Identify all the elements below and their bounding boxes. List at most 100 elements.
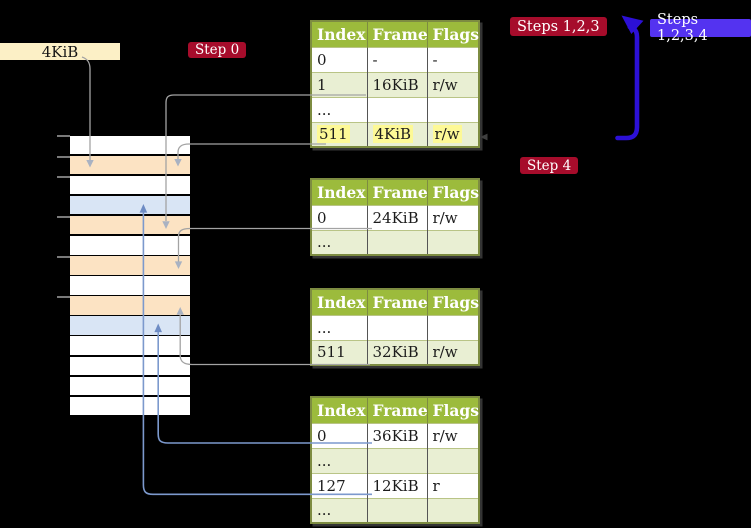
table-cell: [367, 314, 428, 340]
address-tick: [57, 155, 70, 158]
table-cell: 16KiB: [367, 71, 428, 97]
table-cell: [367, 229, 428, 255]
memory-frame-white: [70, 376, 190, 395]
table-cell: 511: [311, 339, 368, 365]
table-cell: ...: [311, 229, 368, 255]
table-cell: r: [427, 472, 479, 498]
table-cell: [367, 497, 428, 523]
frame-address-label: 4KiB: [0, 43, 120, 61]
table-cell: 24KiB: [367, 204, 428, 230]
table-cell: [367, 447, 428, 473]
address-tick: [57, 255, 70, 258]
highlighted-value: r/w: [432, 125, 462, 144]
table-cell: 1: [311, 71, 368, 97]
table-cell: 511: [311, 121, 368, 147]
table-cell: 0: [311, 46, 368, 72]
table-row: ...: [311, 229, 479, 255]
column-header-index: Index: [311, 289, 368, 315]
table-row: ...: [311, 447, 479, 473]
step-4-badge: Step 4: [520, 157, 579, 174]
address-tick: [57, 215, 70, 218]
table-cell: -: [427, 46, 479, 72]
table-cell: [427, 497, 479, 523]
steps-1234-badge: Steps 1,2,3,4: [650, 12, 751, 44]
table-row: 0--: [311, 46, 479, 72]
column-header-flags: Flags: [427, 179, 479, 205]
table-cell: r/w: [427, 71, 479, 97]
table-cell: 127: [311, 472, 368, 498]
memory-frame-white: [70, 356, 190, 375]
table-cell: r/w: [427, 422, 479, 448]
table-cell: ...: [311, 447, 368, 473]
memory-frame-white: [70, 276, 190, 295]
table-cell: [427, 229, 479, 255]
table-row: 511 4KiB r/w: [311, 121, 479, 147]
table-cell: 12KiB: [367, 472, 428, 498]
table-cell: 32KiB: [367, 339, 428, 365]
memory-frame-white: [70, 396, 190, 415]
column-header-index: Index: [311, 179, 368, 205]
column-header-flags: Flags: [427, 397, 479, 423]
column-header-frame: Frame: [367, 397, 428, 423]
memory-frame-blue: [70, 196, 190, 215]
memory-frame-orange: [70, 256, 190, 275]
physical-memory-column: [70, 136, 190, 415]
steps-123-badge: Steps 1,2,3: [510, 17, 607, 36]
memory-frame-blue: [70, 316, 190, 335]
table-cell: r/w: [427, 339, 479, 365]
table-cell: 0: [311, 204, 368, 230]
address-tick: [57, 175, 70, 178]
memory-frame-white: [70, 236, 190, 255]
table-cell: -: [367, 46, 428, 72]
column-header-index: Index: [311, 397, 368, 423]
table-cell: [427, 96, 479, 122]
memory-frame-orange: [70, 296, 190, 315]
table-row: ...: [311, 96, 479, 122]
table-cell: r/w: [427, 204, 479, 230]
recursive-loop-arrow: [615, 15, 644, 141]
address-tick: [57, 295, 70, 298]
table-cell: [367, 96, 428, 122]
table-cell: ...: [311, 96, 368, 122]
column-header-flags: Flags: [427, 21, 479, 47]
memory-frame-orange: [70, 156, 190, 175]
column-header-frame: Frame: [367, 289, 428, 315]
table-row: ...: [311, 314, 479, 340]
column-header-frame: Frame: [367, 21, 428, 47]
table-cell: ...: [311, 497, 368, 523]
address-tick: [57, 135, 70, 137]
table-cell: 0: [311, 422, 368, 448]
entry-511-link-stub: [480, 133, 488, 141]
table-row: ...: [311, 497, 479, 523]
arrow-t1-entry511-to-4kib: [174, 143, 326, 167]
table-cell: r/w: [427, 121, 479, 147]
table-cell: [427, 314, 479, 340]
highlighted-value: 511: [317, 125, 350, 144]
table-cell: 36KiB: [367, 422, 428, 448]
highlighted-value: 4KiB: [372, 125, 414, 144]
memory-frame-white: [70, 336, 190, 355]
table-cell: [427, 447, 479, 473]
column-header-frame: Frame: [367, 179, 428, 205]
table-cell: ...: [311, 314, 368, 340]
memory-frame-orange: [70, 216, 190, 235]
column-header-flags: Flags: [427, 289, 479, 315]
step-0-badge: Step 0: [188, 42, 247, 58]
column-header-index: Index: [311, 21, 368, 47]
memory-frame-white: [70, 136, 190, 155]
table-cell: 4KiB: [367, 121, 428, 147]
